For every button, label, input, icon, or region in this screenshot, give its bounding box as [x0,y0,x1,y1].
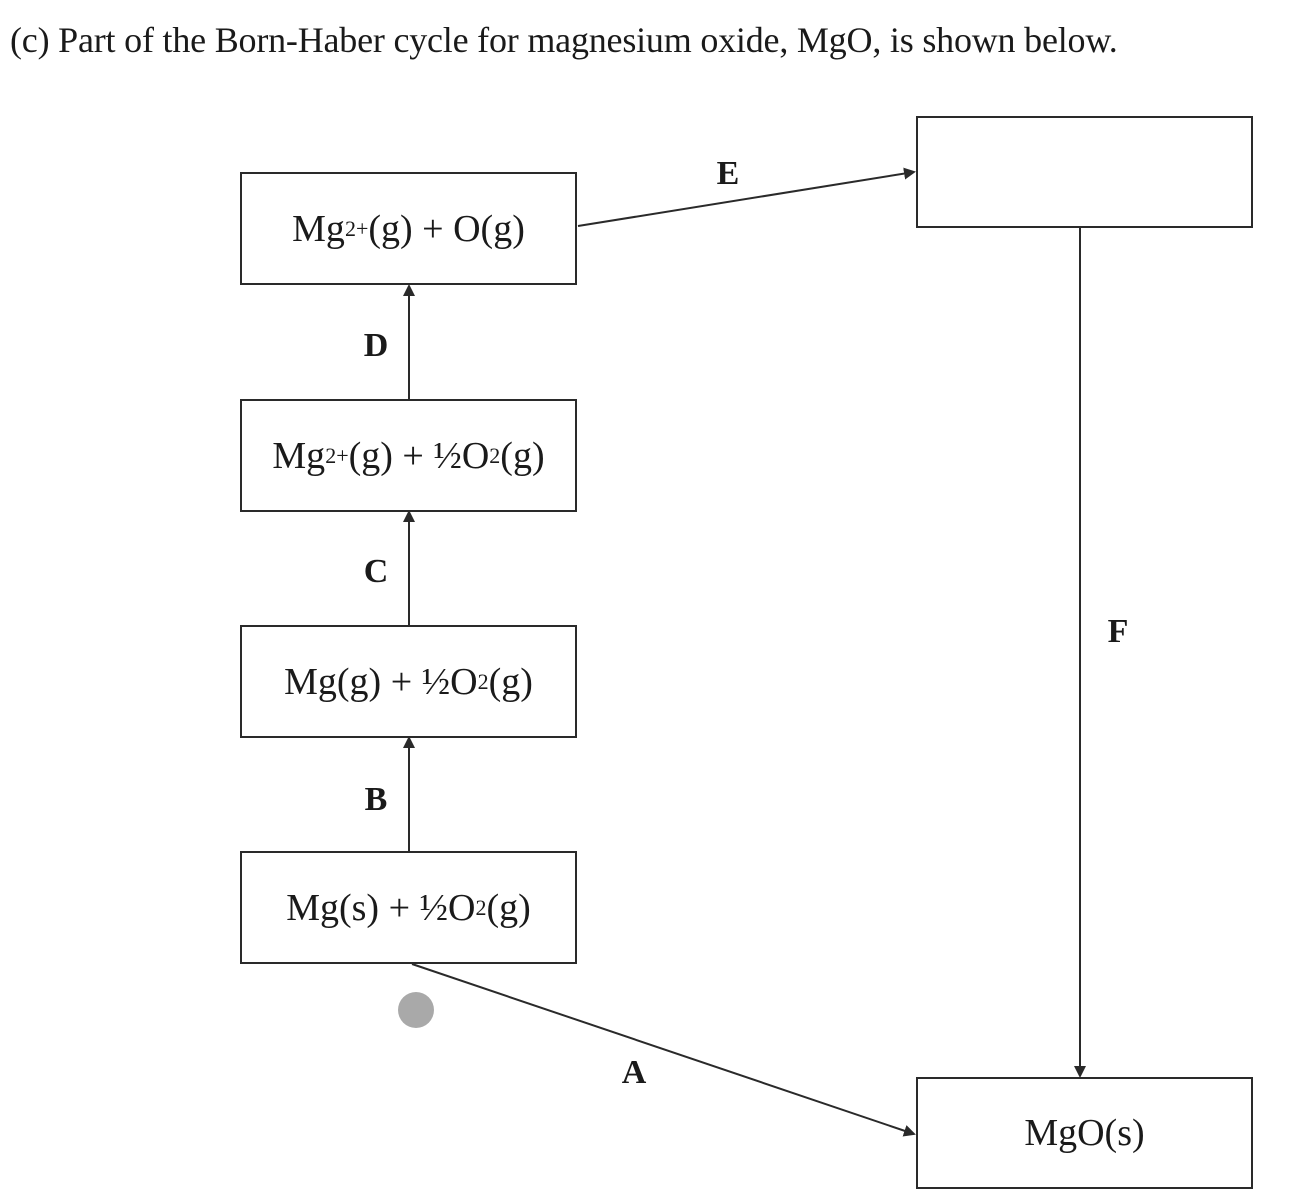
box-mgo-solid: MgO(s) [916,1077,1253,1189]
arrow-a [411,963,916,1137]
label-a: A [621,1054,647,1091]
box-mg-solid-half-o2-rest: (g) [486,886,531,929]
label-b: B [364,781,388,818]
box-mg2-plus-o-gas-prefix: Mg [292,207,345,250]
label-d: D [363,327,389,364]
box-empty-answer [916,116,1253,228]
cursor-dot [398,992,434,1028]
box-mg2-plus-half-o2-prefix: Mg [272,434,326,477]
label-c: C [363,553,389,590]
box-mg-gas-half-o2-rest: (g) [488,660,533,703]
label-f: F [1107,613,1129,650]
box-mg2-plus-half-o2-rest: (g) [500,434,545,477]
box-mg2-plus-o-gas-rest: (g) + O(g) [368,207,525,250]
box-mg-gas-half-o2-prefix: Mg(g) + ½O [284,660,478,703]
question-text: (c) Part of the Born-Haber cycle for mag… [10,20,1118,60]
arrow-e [577,167,916,227]
box-mg-solid-half-o2-prefix: Mg(s) + ½O [286,886,476,929]
box-mg2-plus-half-o2-middle: (g) + ½O [348,434,490,477]
box-mgo-solid-text: MgO(s) [1024,1112,1145,1154]
label-e: E [716,155,740,192]
